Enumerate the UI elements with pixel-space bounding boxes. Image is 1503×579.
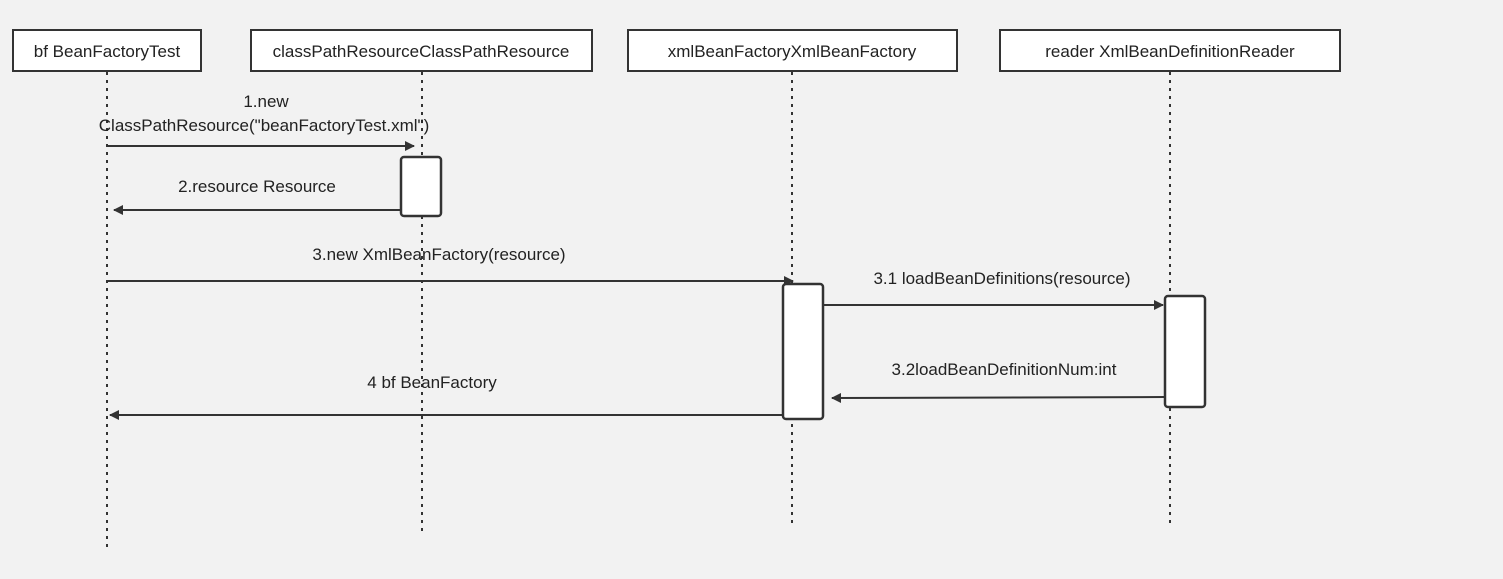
participant-xml-bean-factory-label: xmlBeanFactoryXmlBeanFactory (668, 42, 917, 61)
message-4: 4 bf BeanFactory (109, 373, 783, 420)
participant-class-path-resource: classPathResourceClassPathResource (250, 29, 593, 72)
message-2-label: 2.resource Resource (178, 177, 336, 196)
message-3-2: 3.2loadBeanDefinitionNum:int (831, 360, 1166, 403)
message-3-label: 3.new XmlBeanFactory(resource) (312, 245, 565, 264)
participant-reader: reader XmlBeanDefinitionReader (999, 29, 1341, 72)
message-1-label-line1: 1.new (243, 92, 289, 111)
participant-class-path-resource-label: classPathResourceClassPathResource (273, 42, 570, 61)
message-3-2-arrow (831, 392, 1166, 403)
message-4-label: 4 bf BeanFactory (367, 373, 497, 392)
message-2: 2.resource Resource (113, 177, 401, 215)
activation-reader (1163, 294, 1207, 409)
participant-bf-label: bf BeanFactoryTest (34, 42, 181, 61)
message-1: 1.new ClassPathResource("beanFactoryTest… (99, 92, 429, 151)
activation-class-path-resource (399, 155, 443, 218)
participant-reader-label: reader XmlBeanDefinitionReader (1045, 42, 1295, 61)
activation-xml-bean-factory (781, 282, 825, 421)
message-1-label-line2: ClassPathResource("beanFactoryTest.xml") (99, 116, 429, 135)
message-3: 3.new XmlBeanFactory(resource) (107, 245, 794, 286)
message-3-2-label: 3.2loadBeanDefinitionNum:int (892, 360, 1117, 379)
message-3-1-label: 3.1 loadBeanDefinitions(resource) (873, 269, 1130, 288)
participant-bf: bf BeanFactoryTest (12, 29, 202, 72)
participant-xml-bean-factory: xmlBeanFactoryXmlBeanFactory (627, 29, 958, 72)
message-3-1: 3.1 loadBeanDefinitions(resource) (823, 269, 1164, 310)
